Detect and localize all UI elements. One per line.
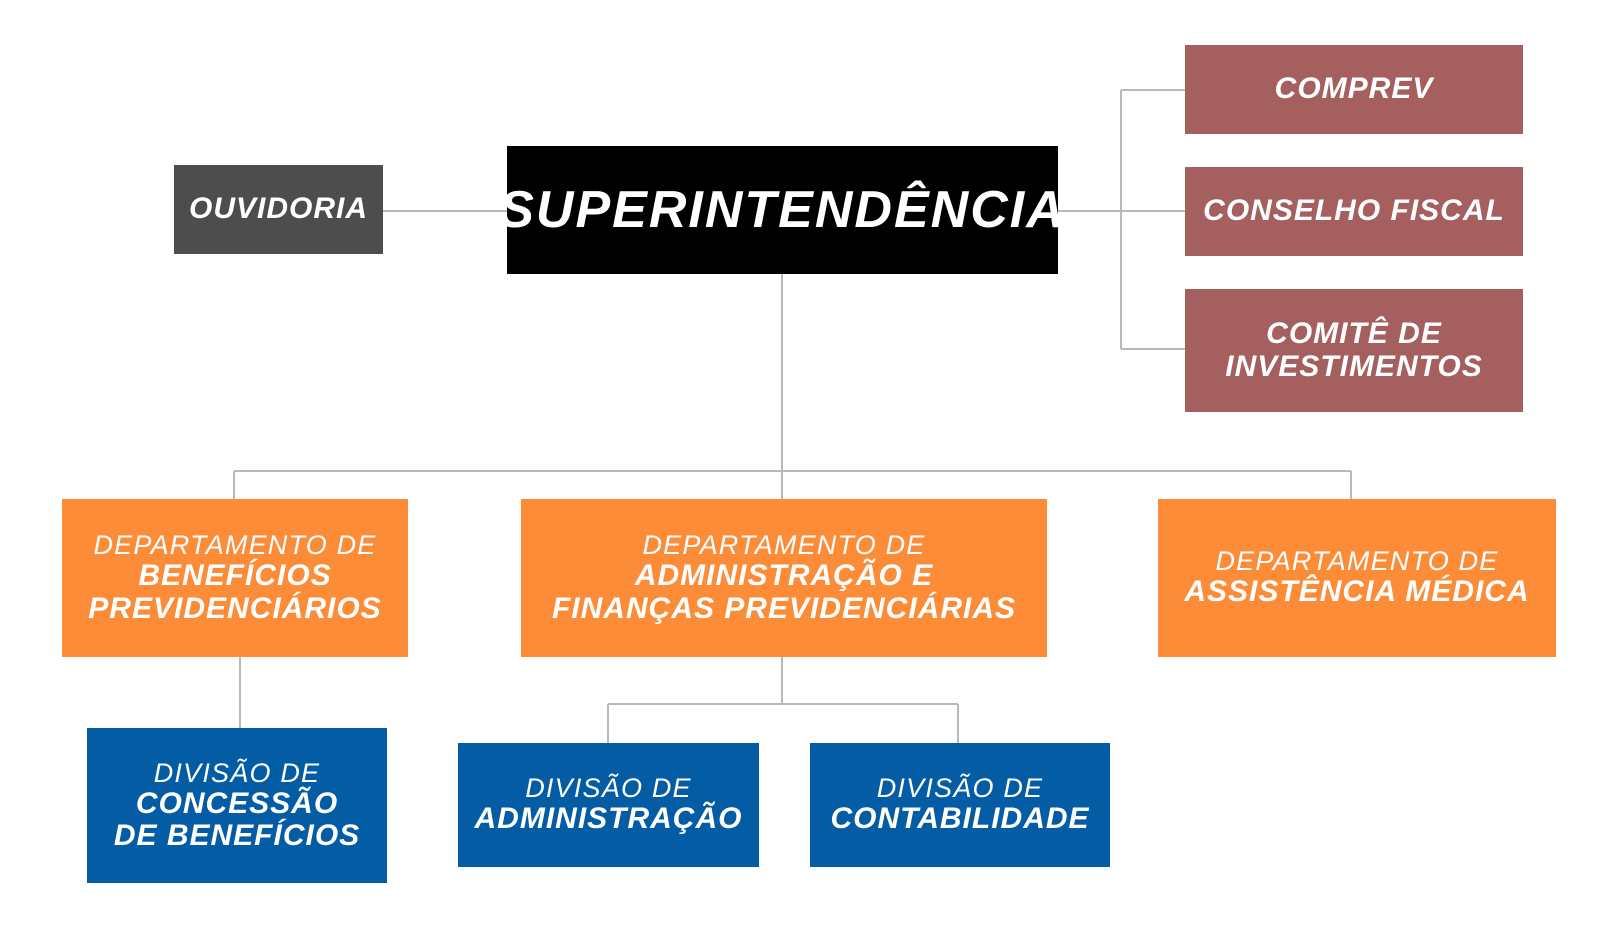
department-assistencia-box: DEPARTAMENTO DE ASSISTÊNCIA MÉDICA — [1158, 499, 1556, 657]
conselho-fiscal-label: CONSELHO FISCAL — [1203, 194, 1505, 228]
department-administracao-line-2: FINANÇAS PREVIDENCIÁRIAS — [551, 591, 1017, 625]
division-administracao-box: DIVISÃO DE ADMINISTRAÇÃO — [458, 743, 759, 867]
department-beneficios-prefix: DEPARTAMENTO DE — [93, 530, 377, 561]
superintendencia-label: SUPERINTENDÊNCIA — [499, 180, 1066, 239]
comprev-box: COMPREV — [1185, 45, 1523, 134]
division-concessao-line-1: CONCESSÃO — [135, 786, 339, 820]
department-assistencia-prefix: DEPARTAMENTO DE — [1215, 546, 1499, 577]
comite-line-2: INVESTIMENTOS — [1225, 349, 1483, 383]
conselho-fiscal-box: CONSELHO FISCAL — [1185, 167, 1523, 256]
department-administracao-prefix: DEPARTAMENTO DE — [642, 530, 926, 561]
division-contabilidade-prefix: DIVISÃO DE — [876, 773, 1044, 804]
division-administracao-prefix: DIVISÃO DE — [525, 773, 692, 804]
division-concessao-line-2: DE BENEFÍCIOS — [113, 819, 361, 853]
division-contabilidade-box: DIVISÃO DE CONTABILIDADE — [810, 743, 1110, 867]
division-concessao-box: DIVISÃO DE CONCESSÃO DE BENEFÍCIOS — [87, 728, 387, 883]
division-contabilidade-line-1: CONTABILIDADE — [830, 802, 1090, 836]
comprev-label: COMPREV — [1274, 72, 1434, 106]
department-beneficios-line-2: PREVIDENCIÁRIOS — [88, 591, 382, 625]
division-administracao-line-1: ADMINISTRAÇÃO — [474, 802, 743, 836]
ouvidoria-label: OUVIDORIA — [188, 192, 368, 226]
comite-investimentos-box: COMITÊ DE INVESTIMENTOS — [1185, 289, 1523, 412]
department-beneficios-box: DEPARTAMENTO DE BENEFÍCIOS PREVIDENCIÁRI… — [62, 499, 408, 657]
comite-line-1: COMITÊ DE — [1266, 317, 1442, 351]
department-assistencia-line-1: ASSISTÊNCIA MÉDICA — [1184, 575, 1530, 609]
department-beneficios-line-1: BENEFÍCIOS — [138, 559, 332, 593]
department-administracao-box: DEPARTAMENTO DE ADMINISTRAÇÃO E FINANÇAS… — [521, 499, 1047, 657]
ouvidoria-box: OUVIDORIA — [174, 165, 383, 254]
division-concessao-prefix: DIVISÃO DE — [153, 757, 321, 788]
superintendencia-box: SUPERINTENDÊNCIA — [499, 146, 1064, 274]
department-administracao-line-1: ADMINISTRAÇÃO E — [634, 559, 934, 593]
